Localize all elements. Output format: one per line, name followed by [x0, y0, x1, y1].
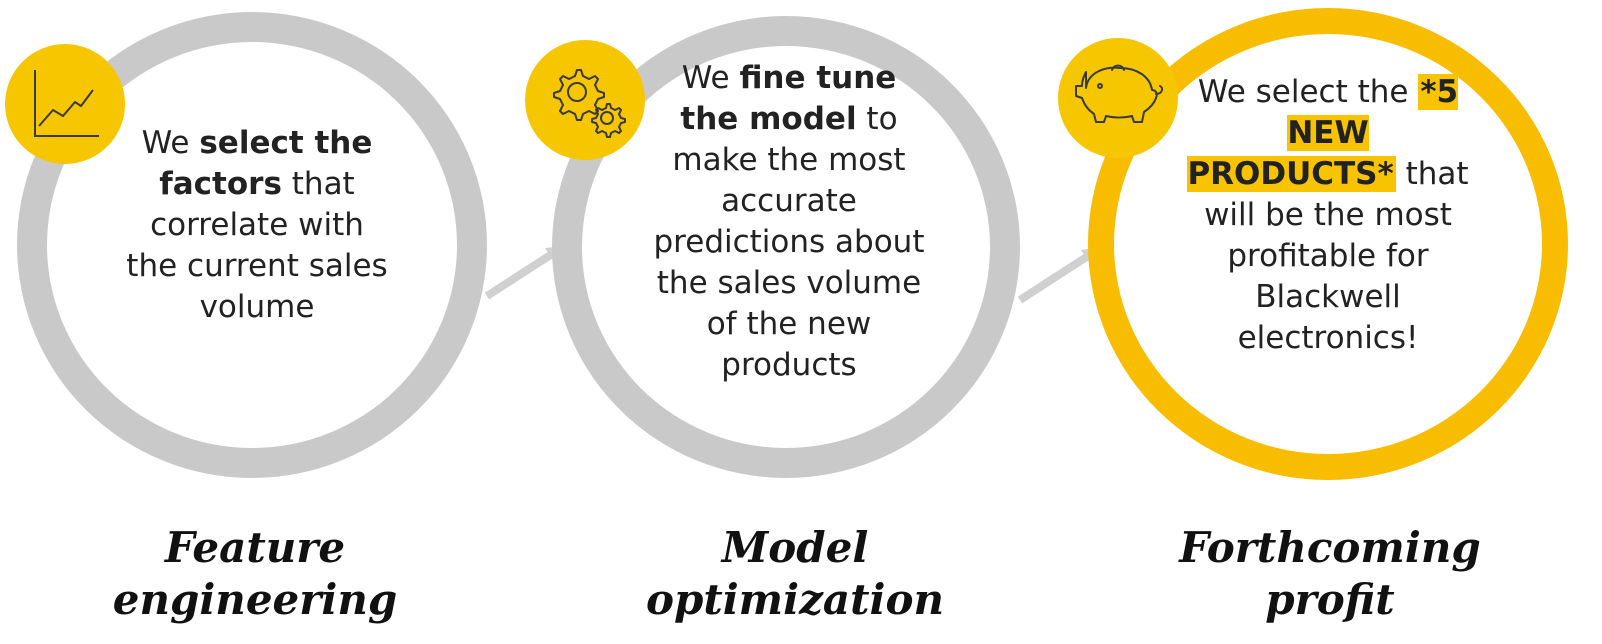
- step-3-description: We select the *5 NEW PRODUCTS* that will…: [1187, 74, 1469, 356]
- step-3-label: Forthcoming profit: [1140, 522, 1520, 626]
- step-1-badge: [5, 44, 125, 164]
- step-1-label-line-2: engineering: [112, 575, 398, 624]
- line-chart-icon: [34, 70, 99, 137]
- step-2-label-line-1: Model: [721, 523, 869, 572]
- step-1-label-line-1: Feature: [164, 523, 346, 572]
- piggy-bank-icon: [1075, 64, 1164, 123]
- step-1-description: We select the factors that correlate wit…: [126, 125, 388, 325]
- step-1-label: Feature engineering: [95, 522, 415, 626]
- gears-icon: [553, 69, 626, 138]
- step-2-label-line-2: optimization: [645, 575, 945, 624]
- step-2-label: Model optimization: [630, 522, 960, 626]
- step-2-description: We fine tune the model to make the most …: [653, 60, 925, 383]
- step-2-badge: [525, 40, 645, 160]
- step-3-label-line-2: profit: [1265, 575, 1395, 624]
- step-3-label-line-1: Forthcoming: [1179, 523, 1481, 572]
- step-3-badge: [1058, 38, 1178, 158]
